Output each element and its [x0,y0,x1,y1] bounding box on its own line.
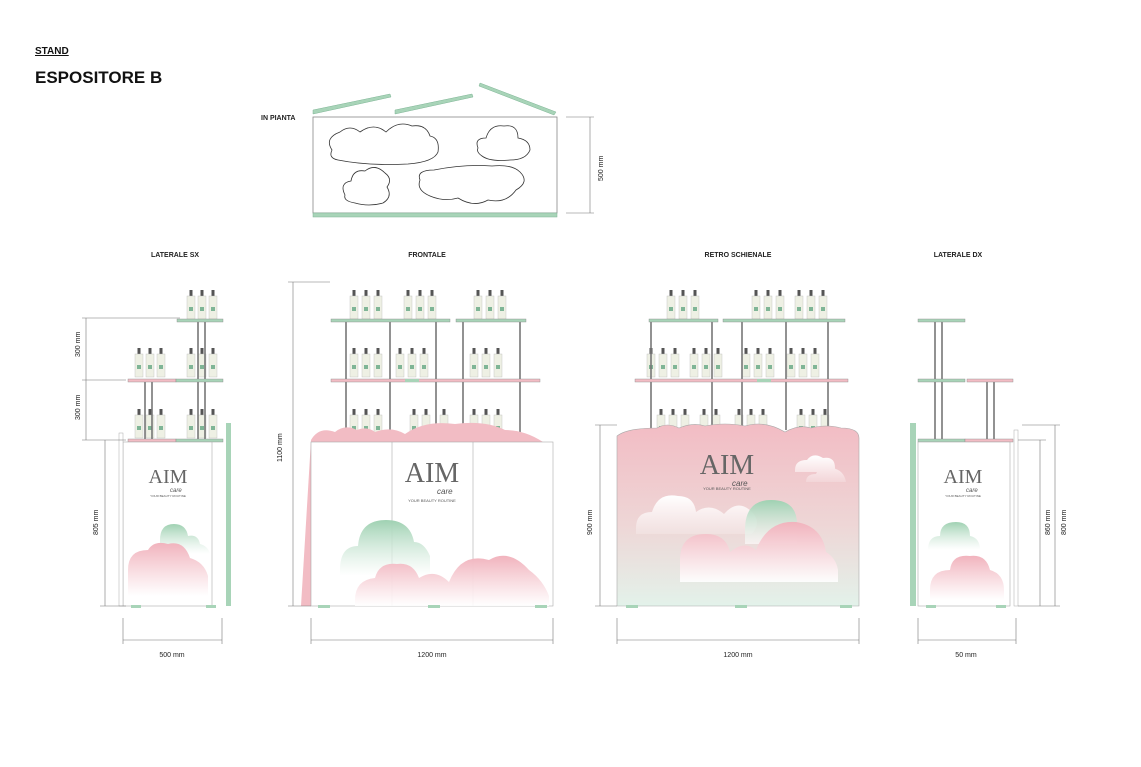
dimension-height-a: 860 mm [1045,510,1052,535]
view-label-laterale-dx: LATERALE DX [934,252,983,259]
product-bottle [373,290,383,320]
brand-logo: AIM [700,450,755,481]
brand-script: care [437,487,453,496]
section-label: STAND [35,46,69,57]
dimension-width: 1200 mm [417,652,446,659]
product-bottle [786,348,796,378]
product-bottle [493,348,503,378]
product-bottle [186,290,196,320]
product-bottle [403,290,413,320]
product-bottle [186,409,196,439]
product-bottle [349,348,359,378]
retro-view: AIM care YOUR BEAUTY ROUTINE 900 mm 1200… [587,318,860,659]
brand-tagline: YOUR BEAUTY ROUTINE [150,494,186,498]
product-bottle [208,409,218,439]
product-bottle [810,348,820,378]
product-bottle [427,290,437,320]
brand-tagline: YOUR BEAUTY ROUTINE [703,486,751,491]
brand-logo: AIM [149,466,188,488]
product-bottle [666,290,676,320]
product-bottle [741,348,751,378]
product-bottle [134,348,144,378]
product-bottle [395,348,405,378]
product-bottle [419,348,429,378]
laterale-sx-view: AIM care YOUR BEAUTY ROUTINE 300 mm 300 … [75,317,231,659]
dimension-height-b: 800 mm [1061,510,1068,535]
view-label-frontale: FRONTALE [408,252,446,259]
product-bottle [713,348,723,378]
product-bottle [361,348,371,378]
product-bottle [689,348,699,378]
product-bottle [658,348,668,378]
plan-view: IN PIANTA 500 mm [261,82,605,218]
brand-logo: AIM [944,466,983,488]
product-bottle [806,290,816,320]
dimension-shelf-top: 300 mm [75,332,82,357]
brand-script: care [966,488,978,494]
product-bottle [373,348,383,378]
product-bottle [794,290,804,320]
plan-depth-dimension: 500 mm [598,156,605,181]
product-bottle [156,348,166,378]
product-bottle [145,348,155,378]
product-bottle [186,348,196,378]
product-bottle [497,290,507,320]
product-bottle [763,290,773,320]
product-bottle [145,409,155,439]
product-bottle [197,290,207,320]
product-bottle [361,290,371,320]
brand-script: care [732,479,748,488]
dimension-width: 500 mm [159,652,184,659]
dimension-width: 1200 mm [723,652,752,659]
product-bottle [469,348,479,378]
product-bottle [208,290,218,320]
brand-tagline: YOUR BEAUTY ROUTINE [408,498,456,503]
product-bottle [415,290,425,320]
product-bottle [690,290,700,320]
plan-label: IN PIANTA [261,115,295,122]
product-bottle [765,348,775,378]
laterale-dx-view: AIM care YOUR BEAUTY ROUTINE 860 mm 800 … [910,318,1068,659]
frontale-view: AIM care YOUR BEAUTY ROUTINE 1100 mm 120… [277,281,554,659]
product-bottle [134,409,144,439]
product-bottle [701,348,711,378]
bottle-group [134,290,830,439]
page-title: ESPOSITORE B [35,68,162,87]
product-bottle [818,290,828,320]
brand-script: care [170,488,182,494]
product-bottle [670,348,680,378]
product-bottle [753,348,763,378]
product-bottle [751,290,761,320]
dimension-width: 50 mm [955,652,977,659]
product-bottle [798,348,808,378]
dimension-height: 1100 mm [277,433,284,462]
brand-logo: AIM [405,458,460,489]
brand-tagline: YOUR BEAUTY ROUTINE [945,494,981,498]
product-bottle [407,348,417,378]
product-bottle [349,290,359,320]
product-bottle [208,348,218,378]
product-bottle [485,290,495,320]
product-bottle [473,290,483,320]
dimension-height: 805 mm [93,510,100,535]
view-label-retro: RETRO SCHIENALE [705,252,772,259]
product-bottle [481,348,491,378]
dimension-height: 900 mm [587,510,594,535]
product-bottle [775,290,785,320]
view-label-laterale-sx: LATERALE SX [151,252,199,259]
product-bottle [678,290,688,320]
product-bottle [156,409,166,439]
dimension-shelf-mid: 300 mm [75,395,82,420]
